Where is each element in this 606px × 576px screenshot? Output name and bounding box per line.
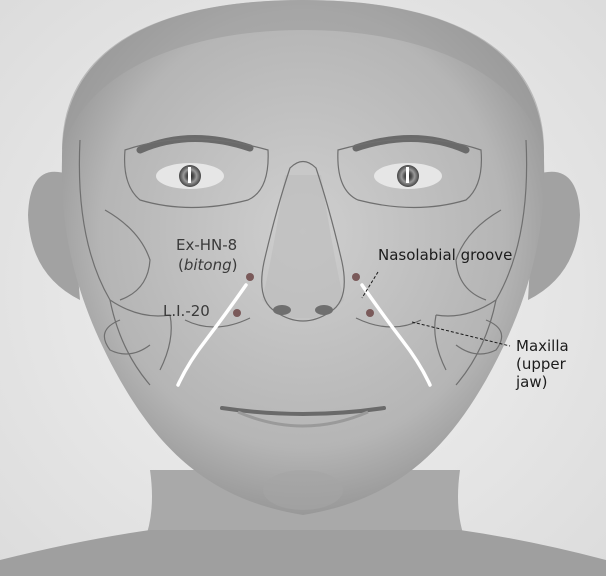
left-nostril xyxy=(273,305,291,315)
label-bitong-text: bitong xyxy=(184,256,232,274)
acupoint-exhn8-right xyxy=(352,273,360,281)
label-nasolabial-groove: Nasolabial groove xyxy=(378,246,512,264)
acupoint-exhn8-left xyxy=(246,273,254,281)
label-maxilla: Maxilla (upper jaw) xyxy=(516,337,569,391)
right-eye-highlight xyxy=(406,167,409,183)
label-bitong: (bitong) xyxy=(178,256,238,274)
acupoint-li20-left xyxy=(233,309,241,317)
label-maxilla-line1: Maxilla xyxy=(516,337,569,355)
label-nasolabial-text: Nasolabial groove xyxy=(378,246,512,264)
label-li20: L.I.-20 xyxy=(163,302,210,320)
label-maxilla-line3: jaw) xyxy=(516,373,569,391)
label-maxilla-line2: (upper xyxy=(516,355,569,373)
chin xyxy=(263,470,343,510)
label-exhn8-text: Ex-HN-8 xyxy=(176,236,237,254)
left-eye-highlight xyxy=(188,167,191,183)
label-li20-text: L.I.-20 xyxy=(163,302,210,320)
acupoint-li20-right xyxy=(366,309,374,317)
right-nostril xyxy=(315,305,333,315)
label-exhn8: Ex-HN-8 xyxy=(176,236,237,254)
